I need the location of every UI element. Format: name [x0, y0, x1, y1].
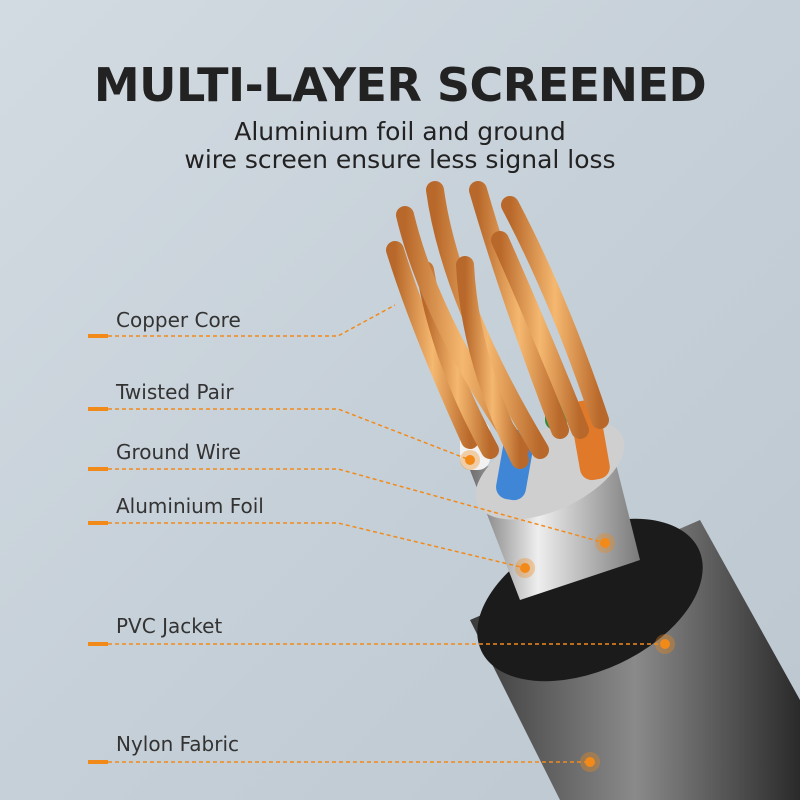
label-copper-core: Copper Core: [116, 308, 241, 332]
leader-ticks: [88, 334, 108, 764]
leader-lines: [108, 304, 665, 763]
label-twisted-pair: Twisted Pair: [116, 380, 234, 404]
copper-cores: [386, 181, 609, 469]
page-title: MULTI-LAYER SCREENED: [93, 58, 707, 112]
subtitle: Aluminium foil and ground wire screen en…: [0, 118, 800, 174]
label-nylon-fabric: Nylon Fabric: [116, 732, 240, 756]
subtitle-line-2: wire screen ensure less signal loss: [184, 145, 616, 174]
callout-dots: [460, 450, 675, 772]
label-aluminium-foil: Aluminium Foil: [116, 494, 264, 518]
subtitle-line-1: Aluminium foil and ground: [234, 117, 566, 146]
label-ground-wire: Ground Wire: [116, 440, 241, 464]
label-pvc-jacket: PVC Jacket: [116, 614, 223, 638]
